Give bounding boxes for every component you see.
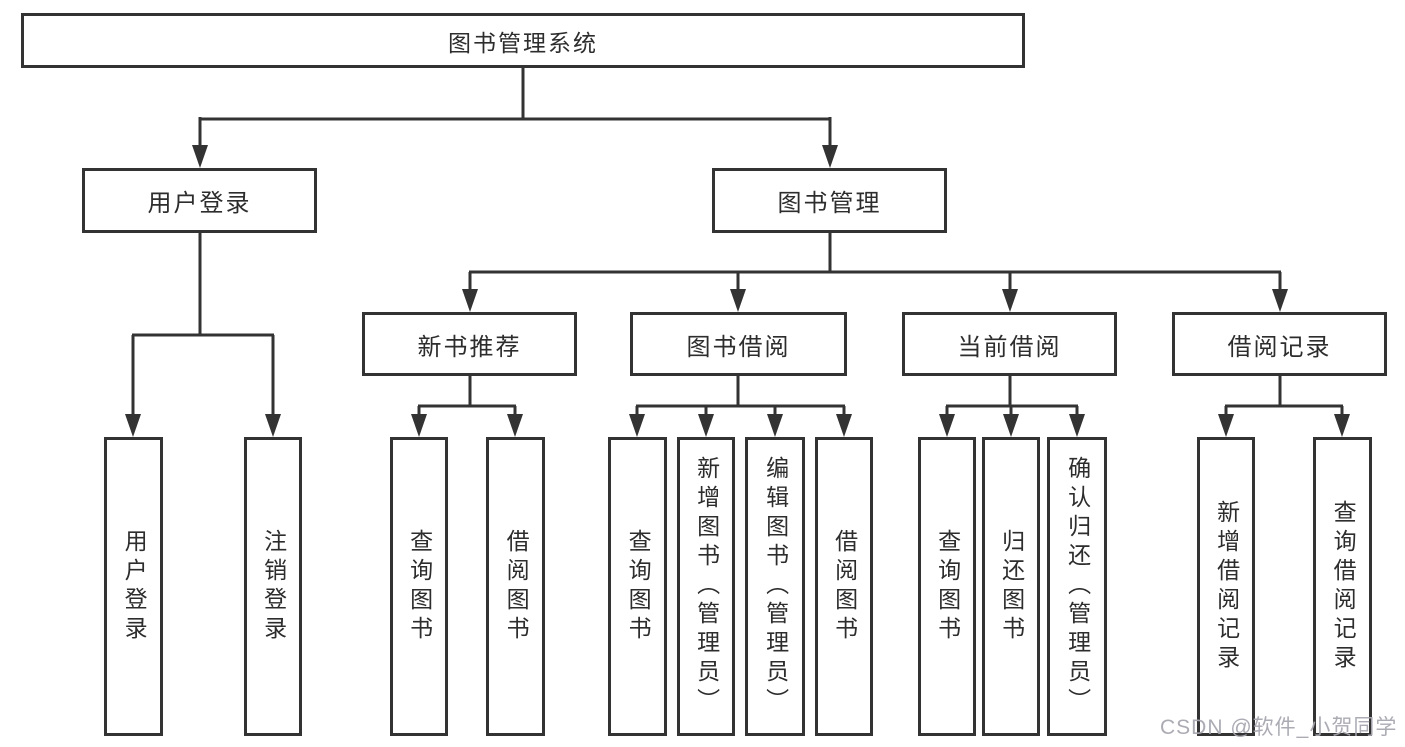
leaf-return-book: 归还图书: [982, 437, 1040, 736]
node-book-borrow: 图书借阅: [630, 312, 847, 376]
node-book-borrow-label: 图书借阅: [686, 333, 791, 361]
leaf-logout: 注销登录: [244, 437, 302, 736]
leaf-user-login: 用户登录: [104, 437, 163, 736]
node-user-login: 用户登录: [82, 168, 317, 233]
node-new-book-recommend: 新书推荐: [362, 312, 577, 376]
leaf-add-borrow-record: 新增借阅记录: [1197, 437, 1255, 736]
node-borrow-records-label: 借阅记录: [1227, 333, 1332, 361]
leaf-add-borrow-record-label: 新增借阅记录: [1213, 499, 1240, 674]
watermark-text: CSDN @软件_小贺同学: [1160, 716, 1398, 739]
node-root-label: 图书管理系统: [448, 29, 598, 56]
node-borrow-records: 借阅记录: [1172, 312, 1387, 376]
node-user-login-label: 用户登录: [147, 190, 252, 217]
leaf-query-books-current-label: 查询图书: [934, 528, 961, 645]
node-book-management: 图书管理: [712, 168, 947, 233]
leaf-confirm-return-admin-label: 确认归还（管理员）: [1064, 456, 1091, 717]
leaf-query-books-current: 查询图书: [918, 437, 976, 736]
node-root: 图书管理系统: [21, 13, 1025, 68]
leaf-logout-label: 注销登录: [260, 528, 287, 645]
leaf-edit-book-admin-label: 编辑图书（管理员）: [762, 456, 789, 717]
leaf-borrow-books-recommend: 借阅图书: [486, 437, 545, 736]
node-current-borrow: 当前借阅: [902, 312, 1117, 376]
leaf-add-book-admin: 新增图书（管理员）: [677, 437, 735, 736]
leaf-confirm-return-admin: 确认归还（管理员）: [1047, 437, 1107, 736]
leaf-query-books-borrow: 查询图书: [608, 437, 667, 736]
leaf-edit-book-admin: 编辑图书（管理员）: [745, 437, 805, 736]
leaf-return-book-label: 归还图书: [998, 528, 1025, 645]
node-new-book-recommend-label: 新书推荐: [417, 333, 522, 361]
leaf-add-book-admin-label: 新增图书（管理员）: [693, 456, 720, 717]
leaf-borrow-books-recommend-label: 借阅图书: [503, 528, 530, 645]
leaf-borrow-books-label: 借阅图书: [831, 528, 858, 645]
leaf-query-borrow-record: 查询借阅记录: [1313, 437, 1372, 736]
leaf-query-books-recommend: 查询图书: [390, 437, 448, 736]
leaf-query-borrow-record-label: 查询借阅记录: [1330, 499, 1357, 674]
node-book-management-label: 图书管理: [777, 190, 882, 217]
node-current-borrow-label: 当前借阅: [957, 333, 1062, 361]
leaf-user-login-label: 用户登录: [121, 528, 148, 645]
leaf-query-books-borrow-label: 查询图书: [625, 528, 652, 645]
leaf-borrow-books: 借阅图书: [815, 437, 873, 736]
leaf-query-books-recommend-label: 查询图书: [406, 528, 433, 645]
